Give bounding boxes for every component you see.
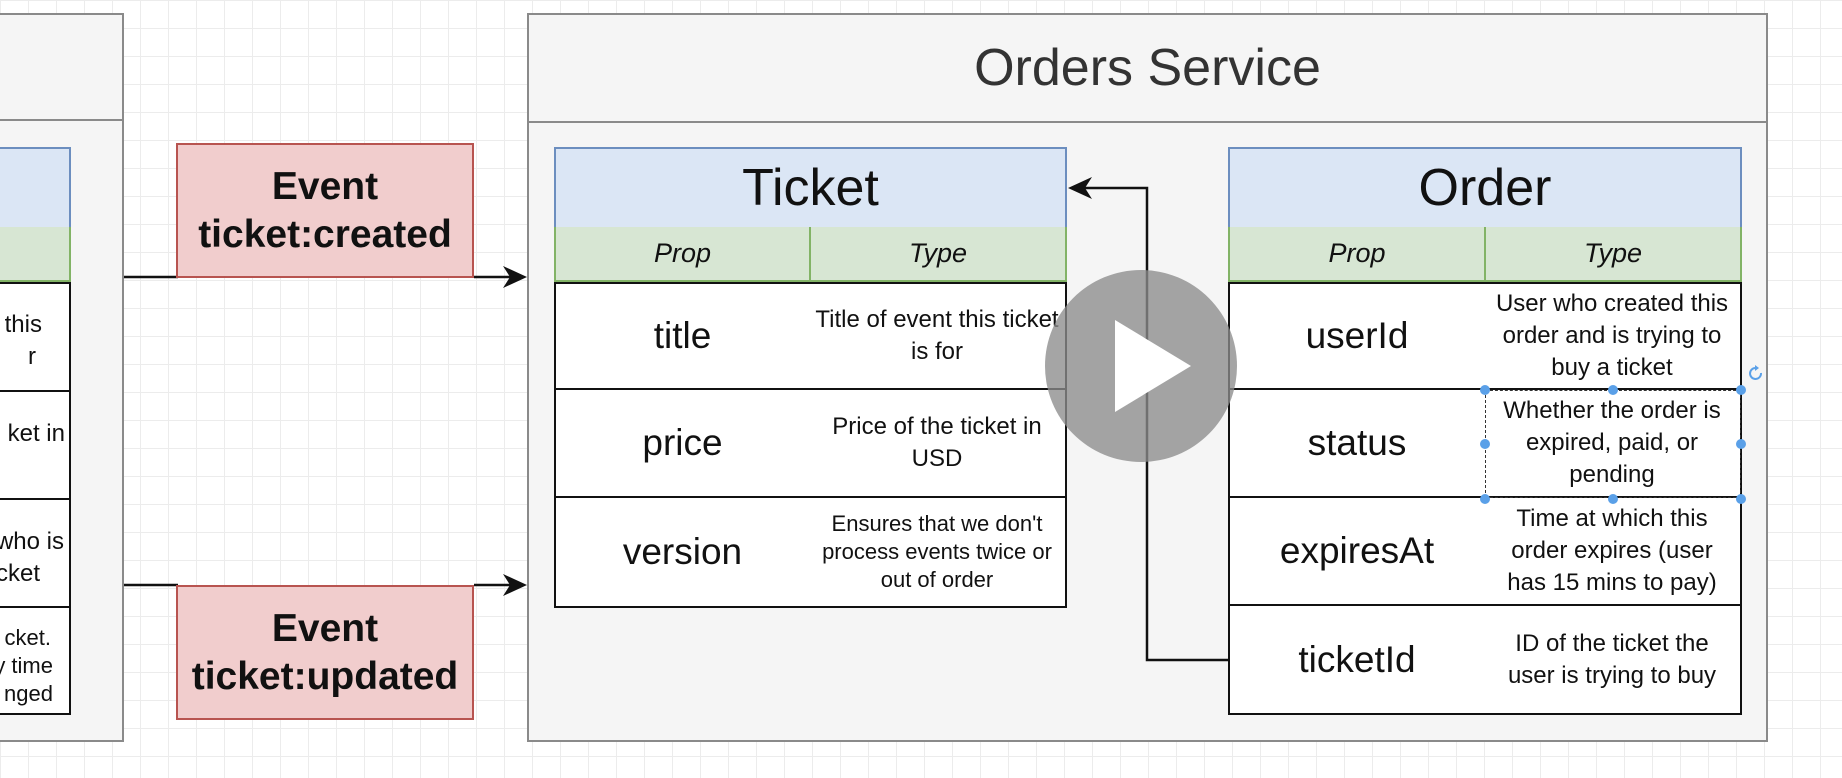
ticket-type-header: Type (809, 227, 1067, 282)
ticket-row-title-type[interactable]: Title of event this ticket is for (809, 282, 1067, 390)
ticket-row-title-prop[interactable]: title (554, 282, 811, 390)
selection-handle-top-left[interactable] (1480, 385, 1490, 395)
left-entity-title (0, 147, 71, 229)
order-prop-header: Prop (1228, 227, 1486, 282)
left-fragment: y time (0, 653, 53, 678)
left-row-divider-1 (0, 390, 71, 392)
arrowhead-updated (503, 574, 527, 596)
order-row-ticketid-type[interactable]: ID of the ticket the user is trying to b… (1484, 606, 1742, 715)
event-name: ticket:created (198, 212, 452, 256)
left-fragment: who is (0, 528, 64, 555)
orders-service-title: Orders Service (529, 15, 1766, 123)
left-row-divider-2 (0, 498, 71, 500)
selection-handle-left[interactable] (1480, 439, 1490, 449)
ticket-row-version-prop[interactable]: version (554, 498, 811, 608)
play-icon (1115, 320, 1191, 412)
selection-handle-top[interactable] (1608, 385, 1618, 395)
left-fragment: cket. (4, 625, 51, 650)
order-row-status-prop[interactable]: status (1228, 390, 1486, 498)
order-type-header: Type (1484, 227, 1742, 282)
order-row-status-type[interactable]: Whether the order is expired, paid, or p… (1484, 390, 1742, 498)
selection-handle-bottom[interactable] (1608, 494, 1618, 504)
event-label: Event (271, 164, 379, 208)
order-row-expiresat-prop[interactable]: expiresAt (1228, 498, 1486, 606)
selection-handle-bottom-left[interactable] (1480, 494, 1490, 504)
event-label: Event (271, 606, 379, 650)
left-fragment: nged (4, 681, 53, 706)
event-name: ticket:updated (191, 654, 459, 698)
left-fragment: cket (0, 560, 40, 587)
event-ticket-updated[interactable]: Event ticket:updated (176, 585, 474, 720)
event-ticket-created[interactable]: Event ticket:created (176, 143, 474, 278)
order-row-expiresat-type[interactable]: Time at which this order expires (user h… (1484, 498, 1742, 606)
left-service-header-divider (0, 119, 124, 121)
left-fragment: ket in (7, 420, 65, 447)
ticket-row-version-type[interactable]: Ensures that we don't process events twi… (809, 498, 1067, 608)
selection-handle-bottom-right[interactable] (1736, 494, 1746, 504)
order-row-userid-prop[interactable]: userId (1228, 282, 1486, 390)
arrowhead-created (503, 266, 527, 288)
ticket-row-price-type[interactable]: Price of the ticket in USD (809, 390, 1067, 498)
play-button[interactable] (1045, 270, 1237, 462)
rotate-handle-icon[interactable] (1746, 364, 1766, 384)
left-fragment: r (28, 343, 36, 370)
ticket-entity-title[interactable]: Ticket (554, 147, 1067, 229)
left-entity-header (0, 227, 71, 282)
selection-box (1485, 390, 1741, 498)
ticket-row-price-prop[interactable]: price (554, 390, 811, 498)
left-row-divider-3 (0, 606, 71, 608)
left-fragment: this (4, 311, 42, 338)
order-entity-title[interactable]: Order (1228, 147, 1742, 229)
selection-handle-right[interactable] (1736, 439, 1746, 449)
order-row-ticketid-prop[interactable]: ticketId (1228, 606, 1486, 715)
selection-handle-top-right[interactable] (1736, 385, 1746, 395)
ticket-prop-header: Prop (554, 227, 811, 282)
order-row-userid-type[interactable]: User who created this order and is tryin… (1484, 282, 1742, 390)
